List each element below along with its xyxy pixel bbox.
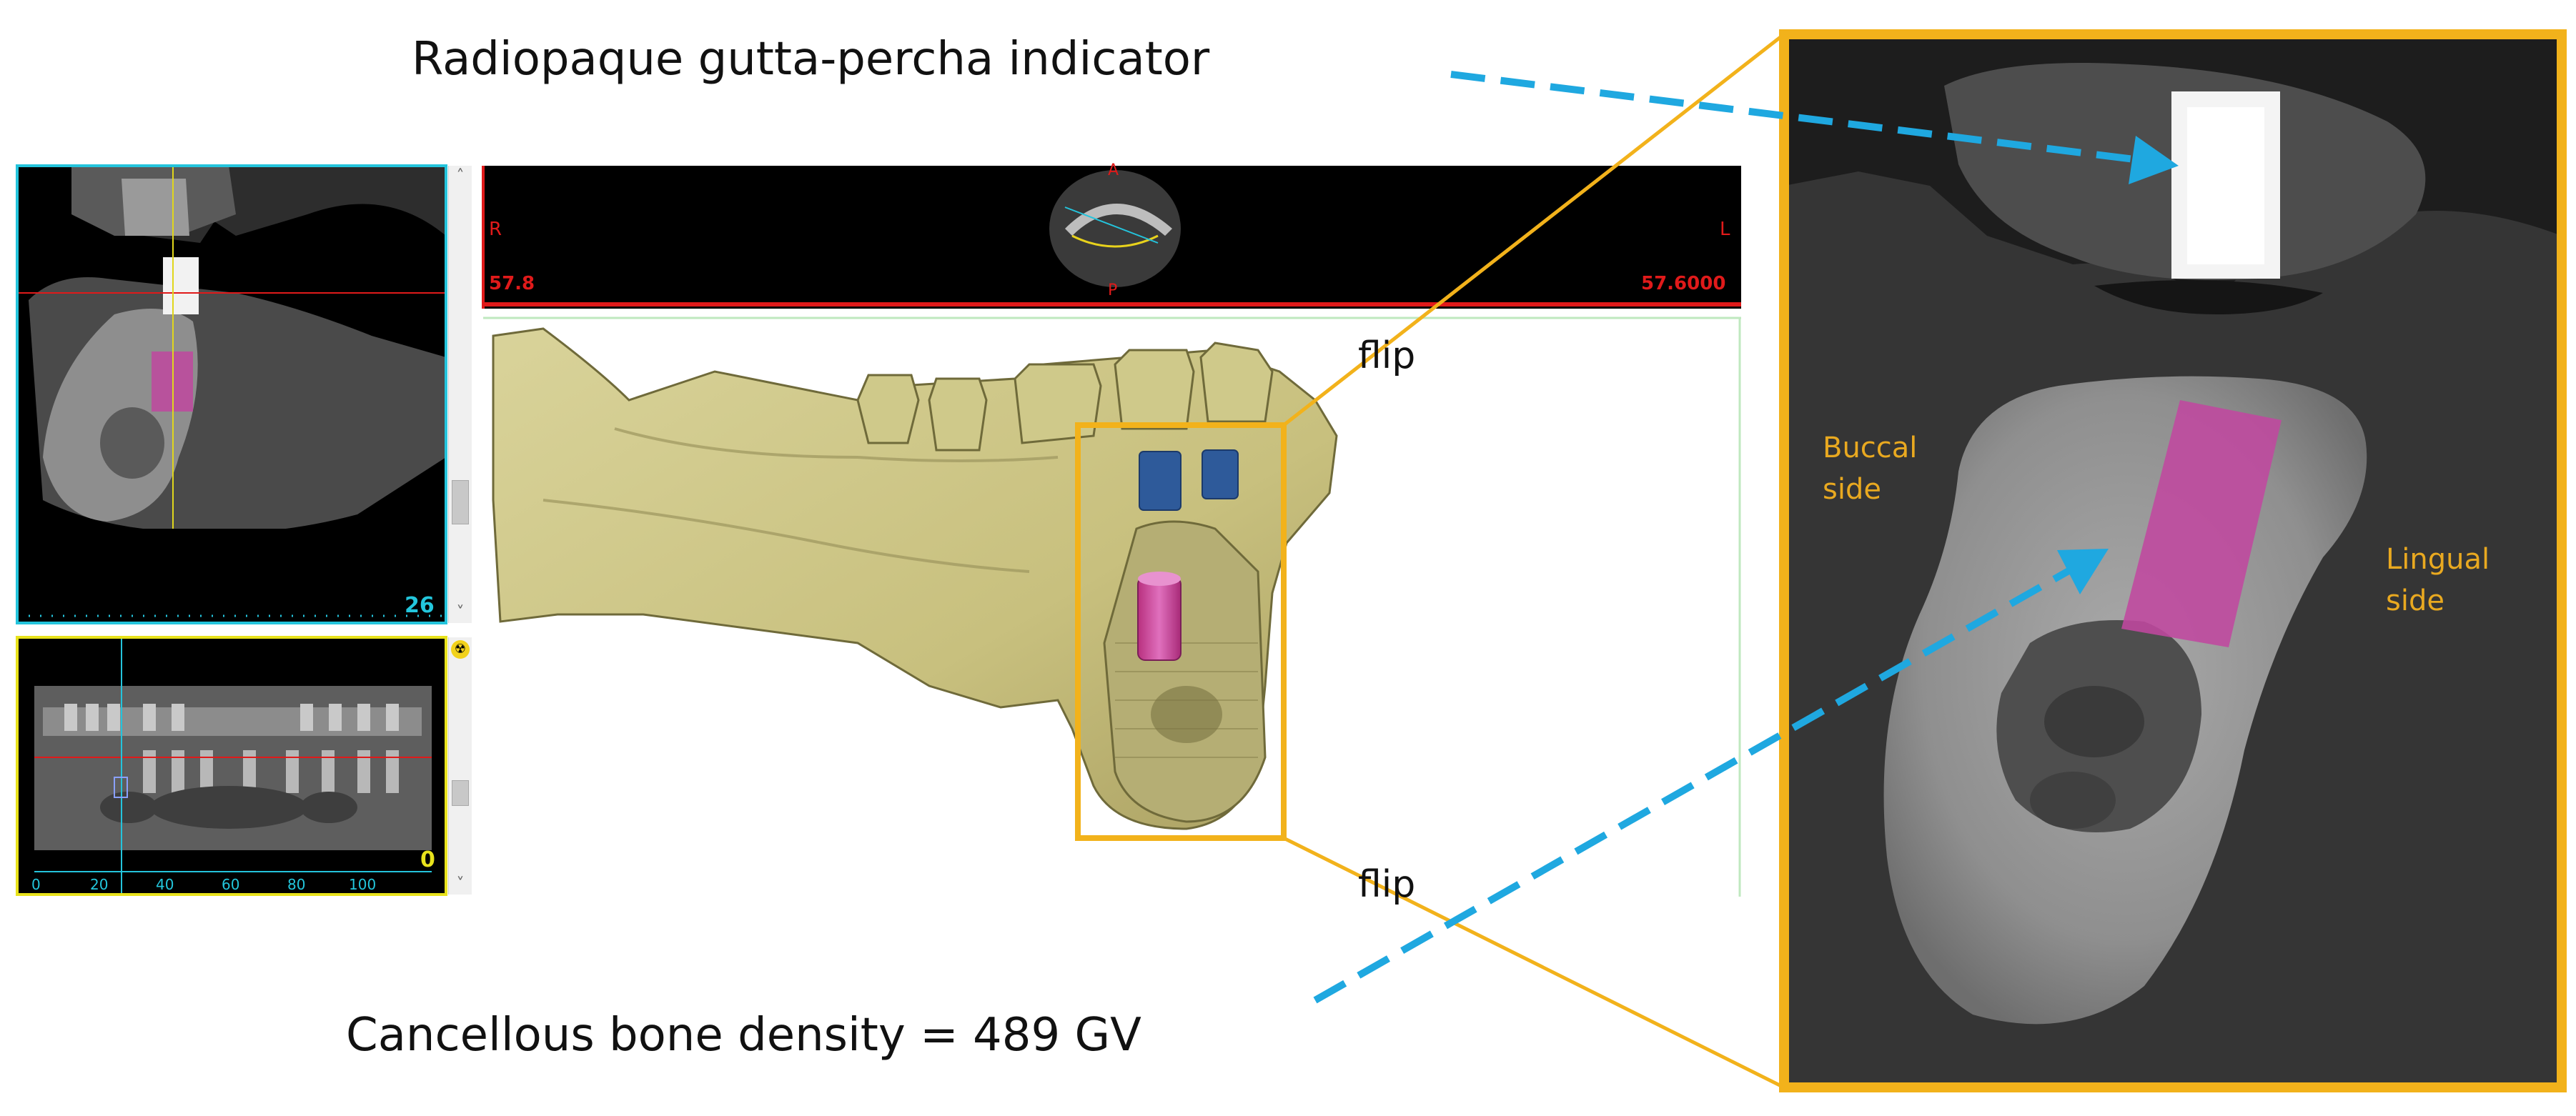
axial-posterior-label: P <box>1108 282 1118 299</box>
ruler-tick: 40 <box>156 876 174 893</box>
lingual-side-label: Lingual side <box>2386 543 2490 617</box>
zoomed-cross-section[interactable] <box>1779 29 2567 1092</box>
bone-density-arrow <box>1313 549 2109 1004</box>
axial-right-label: L <box>1720 219 1730 240</box>
radiation-icon[interactable]: ☢ <box>451 640 470 659</box>
axial-anterior-label: A <box>1108 161 1119 179</box>
scroll-thumb[interactable] <box>452 480 469 524</box>
scroll-down-icon[interactable]: ˅ <box>456 604 465 622</box>
axial-right-value: 57.6000 <box>1641 273 1726 294</box>
buccal-side-label: Buccal side <box>1823 432 1918 506</box>
axial-left-label: R <box>489 219 502 240</box>
panoramic-scrollbar[interactable]: ☢ ˅ <box>448 637 472 895</box>
axial-ct-view[interactable] <box>482 166 1741 309</box>
ruler-tick: 20 <box>90 876 109 893</box>
scroll-thumb[interactable] <box>452 780 469 806</box>
gutta-percha-caption: Radiopaque gutta-percha indicator <box>412 33 1210 86</box>
bone-density-caption: Cancellous bone density = 489 GV <box>346 1009 1141 1062</box>
axial-left-value: 57.8 <box>489 273 535 294</box>
ruler-tick: 60 <box>222 876 240 893</box>
panoramic-ct-view[interactable] <box>16 636 447 896</box>
zoom-connector-lines <box>1282 33 1785 1090</box>
scroll-down-icon[interactable]: ˅ <box>456 875 465 893</box>
flip-label-top: flip <box>1358 334 1416 377</box>
sagittal-slice-number: 26 <box>405 593 435 618</box>
ruler-tick: 100 <box>349 876 377 893</box>
ruler-tick: 0 <box>31 876 41 893</box>
sagittal-scrollbar[interactable]: ˄ ˅ <box>448 166 472 623</box>
ruler-tick: 80 <box>287 876 306 893</box>
mandible-3d-view[interactable] <box>483 317 1741 897</box>
flip-label-bottom: flip <box>1358 863 1416 906</box>
sagittal-ct-view[interactable] <box>16 164 447 624</box>
scroll-up-icon[interactable]: ˄ <box>456 167 465 185</box>
panoramic-slice-number: 0 <box>420 847 435 872</box>
gutta-percha-arrow <box>1450 71 2179 184</box>
